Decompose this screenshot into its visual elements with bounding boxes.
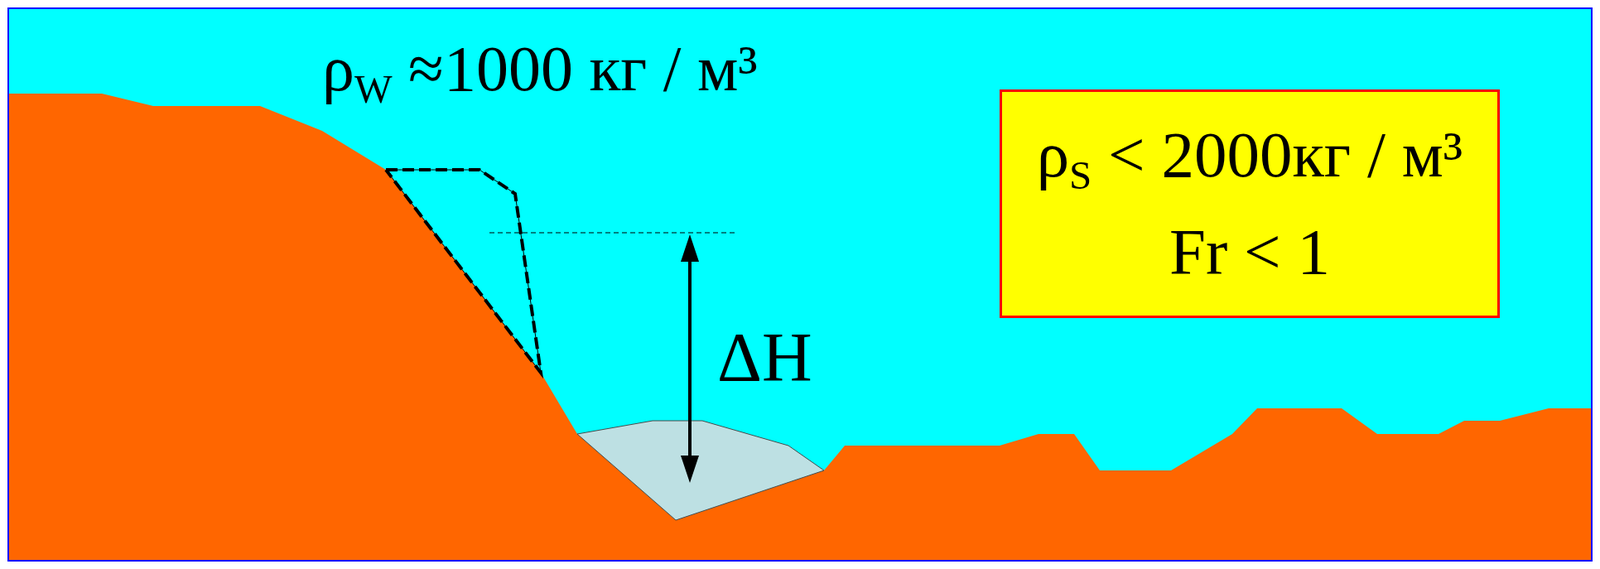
height-drop-label: ΔH: [717, 319, 813, 396]
condition-text: Fr < 1: [1169, 216, 1331, 289]
text-part: ρ: [322, 32, 355, 105]
condition-box: ρS < 2000кг / м³ Fr < 1: [999, 89, 1500, 319]
slide-deposit: [577, 420, 825, 521]
height-reference-line: [489, 232, 738, 234]
subscript: W: [354, 67, 393, 111]
text-part: ρ: [1036, 118, 1070, 191]
water-ground: [8, 8, 1592, 561]
height-arrow: [688, 261, 692, 456]
text-part: ≈1000 кг / м³: [392, 32, 758, 105]
slide-block-dashed: [385, 169, 541, 373]
water-density-label: ρW ≈1000 кг / м³: [322, 33, 758, 105]
seabed-terrain: [8, 93, 1591, 560]
slide-block-outline: [385, 169, 541, 373]
arrow-head-top: [680, 234, 699, 262]
text-part: < 2000кг / м³: [1091, 118, 1463, 191]
arrow-head-bottom: [680, 455, 699, 483]
condition-text: ρS < 2000кг / м³: [1036, 119, 1464, 192]
subscript: S: [1069, 152, 1092, 198]
